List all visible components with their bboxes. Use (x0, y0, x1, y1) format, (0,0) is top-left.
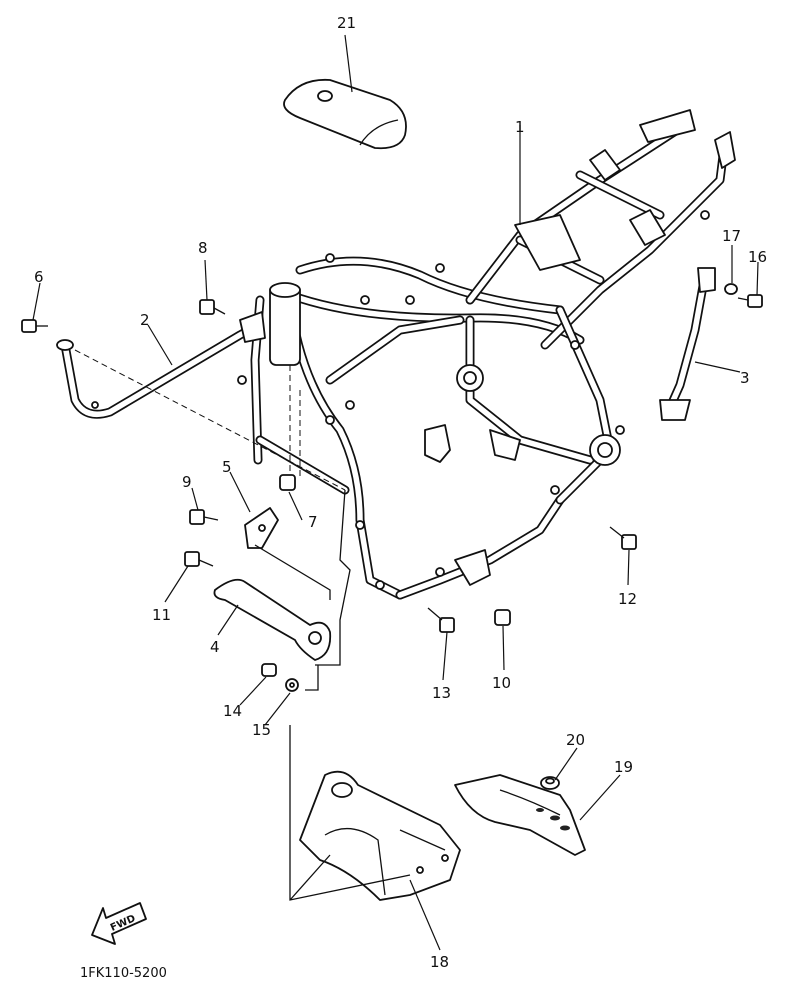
callout-5: 5 (222, 458, 232, 476)
fwd-arrow-icon: FWD (91, 902, 147, 945)
part-18-cover (299, 770, 461, 901)
part-3-rear-stay (659, 267, 716, 421)
part-19-side-cover (454, 774, 586, 856)
assembly-lines (74, 349, 411, 901)
callout-19: 19 (614, 758, 633, 776)
callout-16: 16 (748, 248, 767, 266)
callout-18: 18 (430, 953, 449, 971)
callout-6: 6 (34, 268, 44, 286)
callout-4: 4 (210, 638, 220, 656)
part-5-plate (244, 507, 279, 549)
part-20-grommet (540, 776, 560, 790)
part-1-main-frame (237, 109, 736, 600)
callout-20: 20 (566, 731, 585, 749)
callout-14: 14 (223, 702, 242, 720)
callout-17: 17 (722, 227, 741, 245)
part-2-front-bar (56, 311, 266, 419)
callout-21: 21 (337, 14, 356, 32)
callout-11: 11 (152, 606, 171, 624)
fasteners (21, 283, 763, 692)
part-4-bracket (213, 578, 332, 661)
callout-13: 13 (432, 684, 451, 702)
callout-3: 3 (740, 369, 750, 387)
callout-7: 7 (308, 513, 318, 531)
callout-2: 2 (140, 311, 150, 329)
callout-9: 9 (182, 473, 192, 491)
callout-8: 8 (198, 239, 208, 257)
callout-1: 1 (515, 118, 525, 136)
callout-labels: 21 1 2 3 4 5 6 7 8 9 10 11 12 13 14 15 1… (34, 14, 767, 971)
part-code: 1FK110-5200 (80, 966, 167, 981)
callout-12: 12 (618, 590, 637, 608)
leader-lines (32, 34, 759, 951)
callout-10: 10 (492, 674, 511, 692)
part-21-cover (283, 78, 407, 150)
callout-15: 15 (252, 721, 271, 739)
